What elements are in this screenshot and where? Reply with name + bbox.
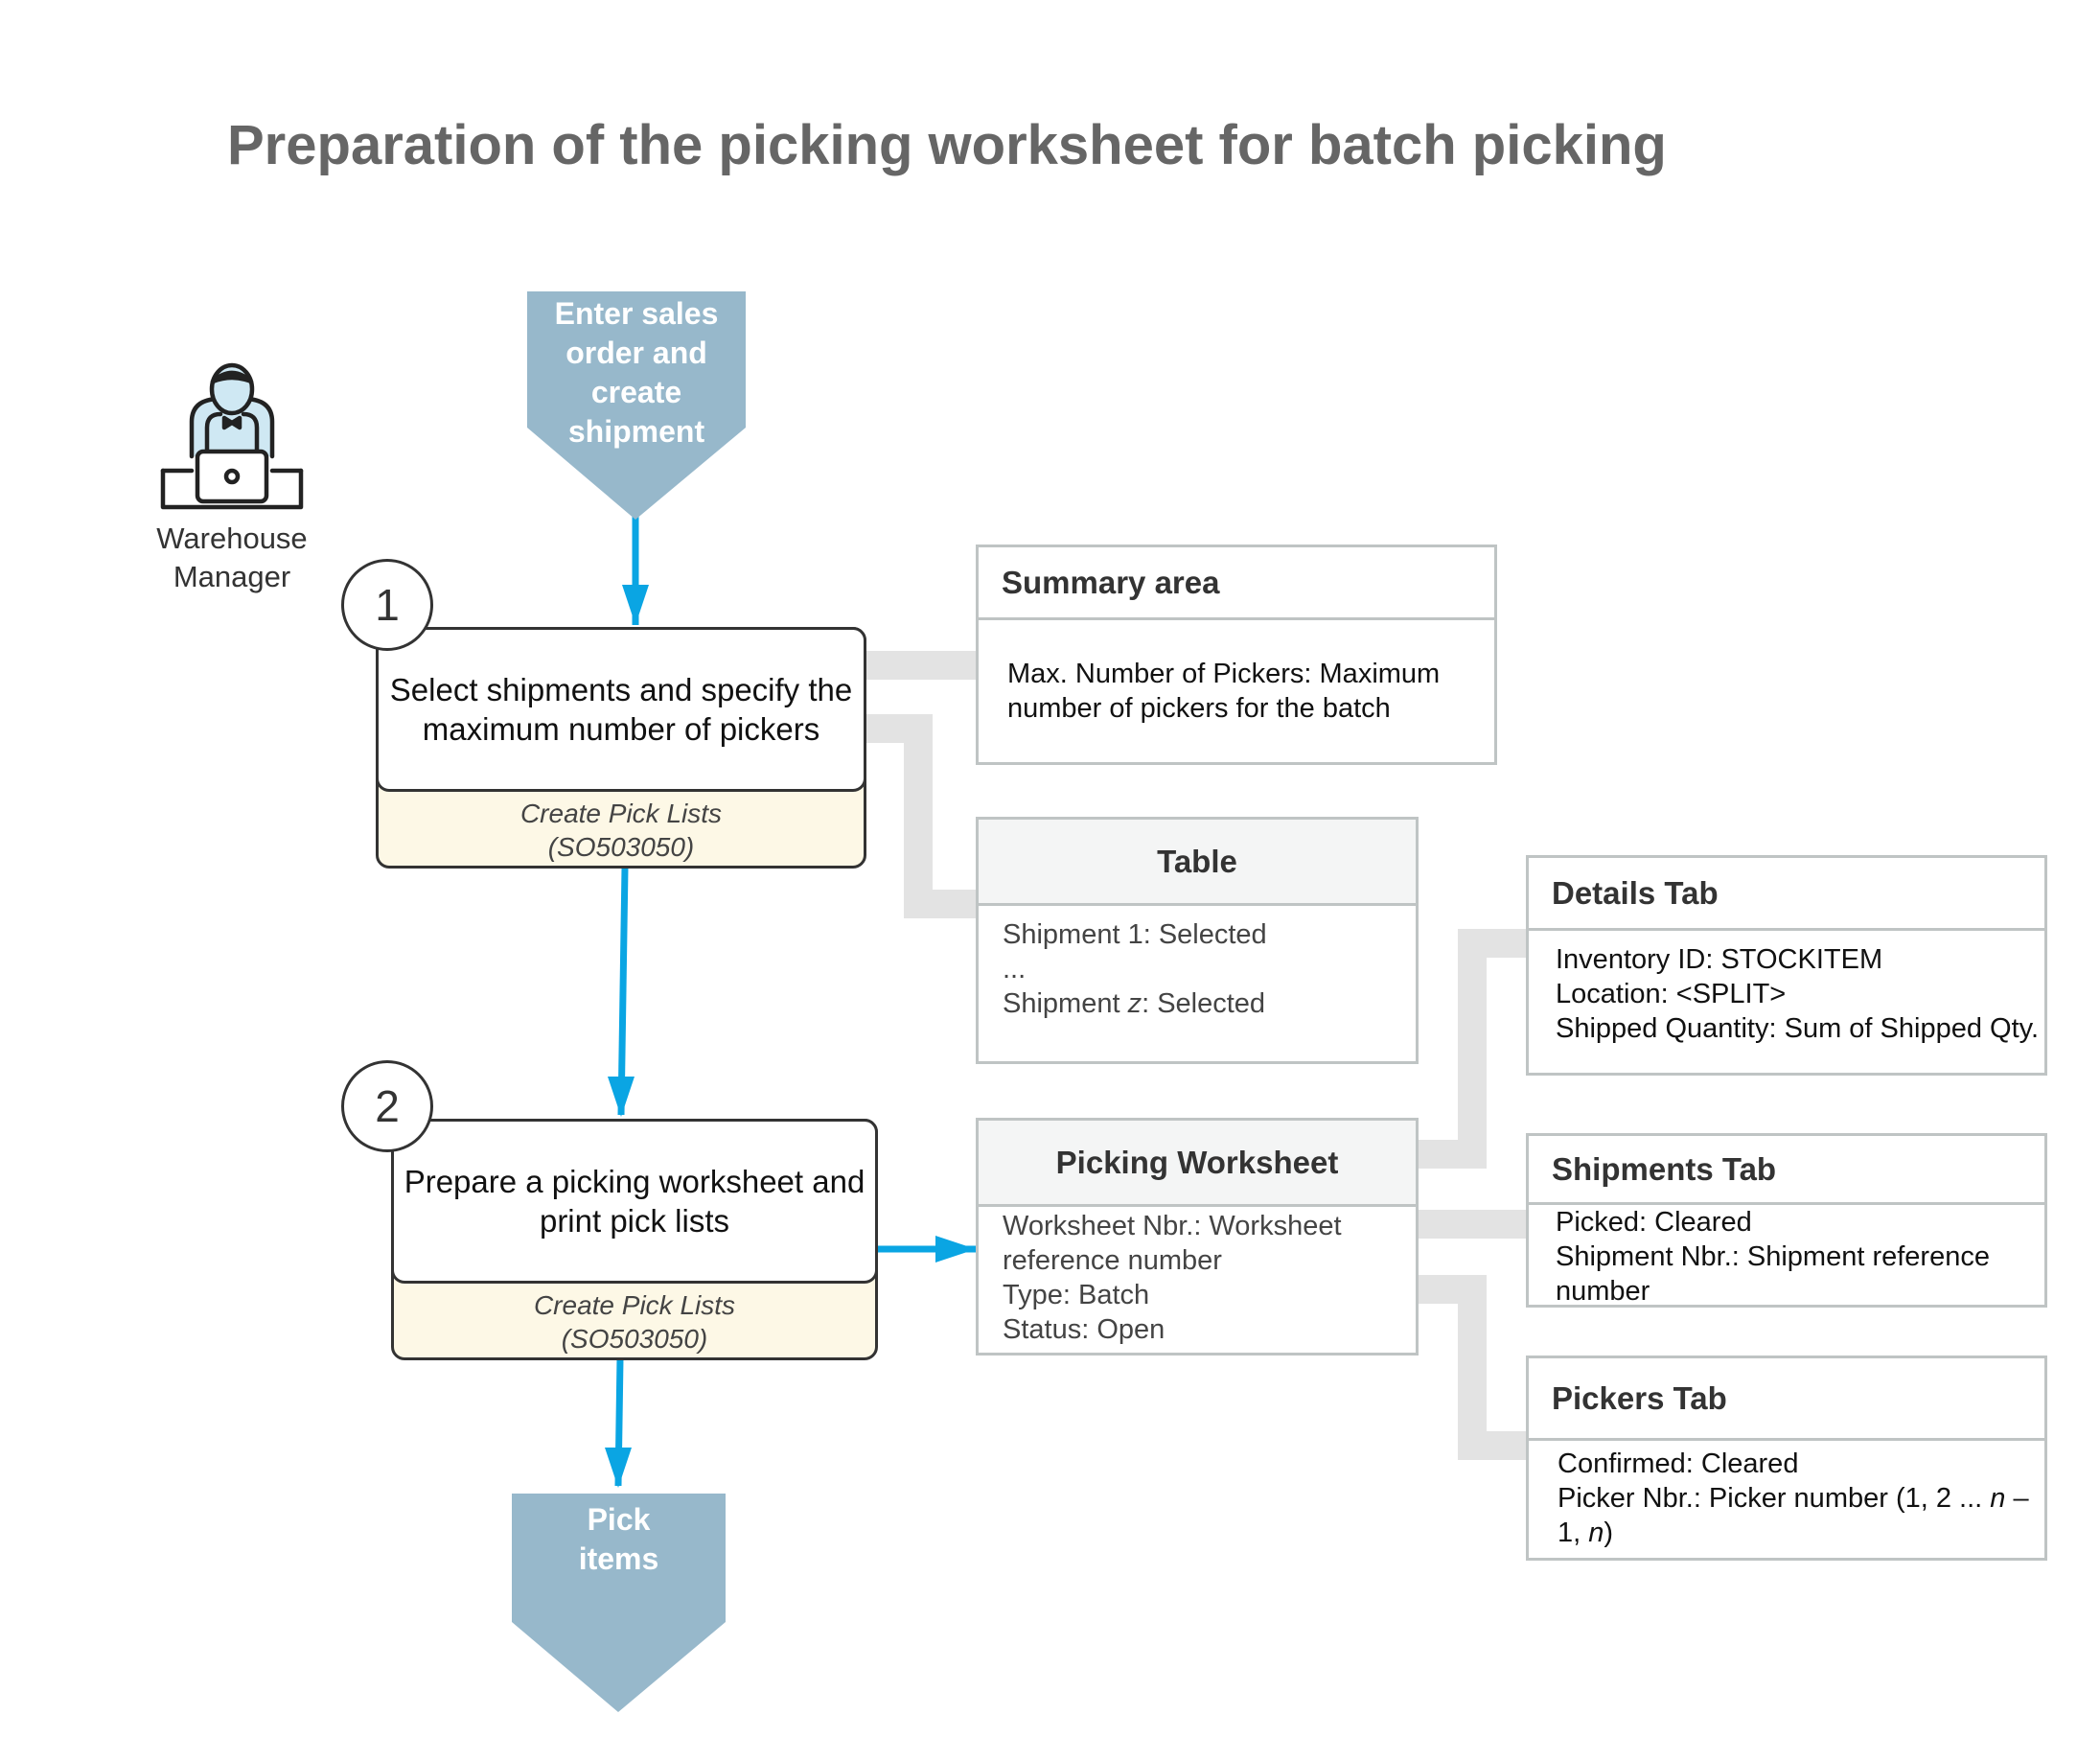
shipments-line: Shipment Nbr.: Shipment reference [1556, 1241, 1990, 1272]
details-tab-box: Details Tab Inventory ID: STOCKITEM Loca… [1526, 855, 2047, 1076]
step-1-description: Select shipments and specify the maximum… [376, 627, 866, 792]
table-line3-var: z [1127, 988, 1142, 1019]
start-shape-line: order and [565, 336, 707, 370]
summary-line: Max. Number of Pickers: Maximum [1007, 659, 1441, 689]
pickers-line: Confirmed: Cleared [1558, 1448, 1799, 1479]
worksheet-line: reference number [1003, 1245, 1222, 1276]
table-title: Table [979, 820, 1416, 906]
arrowhead-step2-to-end [605, 1448, 632, 1488]
step-2-form-name: Create Pick Lists [533, 1290, 736, 1320]
step-1-box[interactable]: Select shipments and specify the maximum… [376, 627, 866, 869]
details-tab-title: Details Tab [1529, 858, 2044, 931]
end-pentagon [512, 1494, 726, 1712]
table-line: ... [1003, 954, 1027, 985]
summary-area-box: Summary area Max. Number of Pickers: Max… [976, 545, 1497, 765]
table-line: Shipment z: Selected [1003, 986, 1416, 1021]
arrow-step1-to-step2 [617, 867, 629, 1116]
table-line: Shipment 1: Selected [1003, 919, 1267, 950]
pickers-line2-prefix: Picker Nbr.: Picker number (1, 2 ... [1558, 1483, 1991, 1514]
start-shape-line: Enter sales [554, 296, 719, 331]
step-2-description: Prepare a picking worksheet and print pi… [391, 1119, 878, 1284]
pickers-line: Picker Nbr.: Picker number (1, 2 ... n – [1558, 1481, 2044, 1516]
worksheet-line: Type: Batch [1003, 1280, 1150, 1310]
details-line: Inventory ID: STOCKITEM [1556, 944, 1883, 975]
shipments-tab-box: Shipments Tab Picked: Cleared Shipment N… [1526, 1133, 2047, 1308]
step-1-form-reference: Create Pick Lists (SO503050) [379, 797, 864, 864]
picking-worksheet-box: Picking Worksheet Worksheet Nbr.: Worksh… [976, 1118, 1419, 1356]
start-shape-line: create [590, 375, 682, 409]
summary-area-title: Summary area [979, 547, 1494, 620]
step-2-form-reference: Create Pick Lists (SO503050) [394, 1288, 875, 1356]
actor-label-line2: Manager [173, 560, 291, 593]
pickers-line3-prefix: 1, [1558, 1518, 1589, 1548]
shipments-tab-title: Shipments Tab [1529, 1136, 2044, 1205]
start-shape-line: shipment [567, 414, 705, 449]
connector-worksheet-pickers [1417, 1275, 1534, 1460]
step-1-form-id: (SO503050) [547, 832, 695, 862]
picking-worksheet-title: Picking Worksheet [979, 1121, 1416, 1207]
end-shape-line: items [578, 1541, 659, 1576]
end-shape-label: Pick items [512, 1500, 726, 1579]
pickers-line2-var: n [1990, 1483, 2006, 1514]
shipments-tab-body: Picked: Cleared Shipment Nbr.: Shipment … [1529, 1205, 2044, 1309]
details-line: Location: <SPLIT> [1556, 979, 1787, 1009]
details-tab-body: Inventory ID: STOCKITEM Location: <SPLIT… [1529, 931, 2044, 1046]
pickers-line3-var: n [1588, 1518, 1604, 1548]
diagram-title: Preparation of the picking worksheet for… [227, 114, 1667, 176]
pickers-line3-suffix: ) [1604, 1518, 1614, 1548]
start-shape-label: Enter sales order and create shipment [527, 294, 746, 452]
details-line: Shipped Quantity: Sum of Shipped Qty. [1556, 1013, 2040, 1044]
pickers-tab-body: Confirmed: Cleared Picker Nbr.: Picker n… [1529, 1441, 2044, 1550]
table-line3-prefix: Shipment [1003, 988, 1128, 1019]
pickers-tab-box: Pickers Tab Confirmed: Cleared Picker Nb… [1526, 1356, 2047, 1561]
step-1-number-badge: 1 [341, 559, 433, 651]
step-1-form-name: Create Pick Lists [519, 799, 723, 828]
actor-label-line1: Warehouse [156, 521, 308, 555]
step-2-number-badge: 2 [341, 1060, 433, 1152]
arrowhead-step1-to-step2 [608, 1077, 635, 1117]
connector-step1-table [866, 714, 982, 918]
table-box: Table Shipment 1: Selected ... Shipment … [976, 817, 1419, 1064]
shipments-line: Picked: Cleared [1556, 1207, 1752, 1238]
summary-area-body: Max. Number of Pickers: Maximum number o… [979, 620, 1494, 726]
pickers-line2-suffix: – [2005, 1483, 2029, 1514]
end-shape-line: Pick [587, 1502, 651, 1537]
shipments-line: number [1556, 1276, 1650, 1307]
pickers-line: 1, n) [1558, 1516, 2044, 1550]
step-1-line: Select shipments and specify the [389, 672, 853, 707]
worksheet-line: Worksheet Nbr.: Worksheet [1003, 1211, 1342, 1241]
step-2-box[interactable]: Prepare a picking worksheet and print pi… [391, 1119, 878, 1360]
warehouse-manager-label: Warehouse Manager [134, 520, 330, 596]
step-2-line: print pick lists [539, 1203, 730, 1239]
step-2-line: Prepare a picking worksheet and [404, 1164, 865, 1199]
table-line3-suffix: : Selected [1142, 988, 1266, 1019]
start-pentagon [527, 291, 746, 520]
table-body: Shipment 1: Selected ... Shipment z: Sel… [979, 906, 1416, 1021]
connector-worksheet-details [1417, 929, 1534, 1169]
pickers-tab-title: Pickers Tab [1529, 1358, 2044, 1441]
arrowhead-step2-to-worksheet [935, 1236, 976, 1263]
summary-line: number of pickers for the batch [1007, 693, 1391, 724]
warehouse-manager-icon [153, 360, 311, 514]
step-2-form-id: (SO503050) [561, 1324, 708, 1354]
picking-worksheet-body: Worksheet Nbr.: Worksheet reference numb… [979, 1207, 1416, 1347]
worksheet-line: Status: Open [1003, 1314, 1165, 1345]
step-1-line: maximum number of pickers [422, 711, 820, 747]
arrowhead-start-to-step1 [622, 585, 649, 625]
